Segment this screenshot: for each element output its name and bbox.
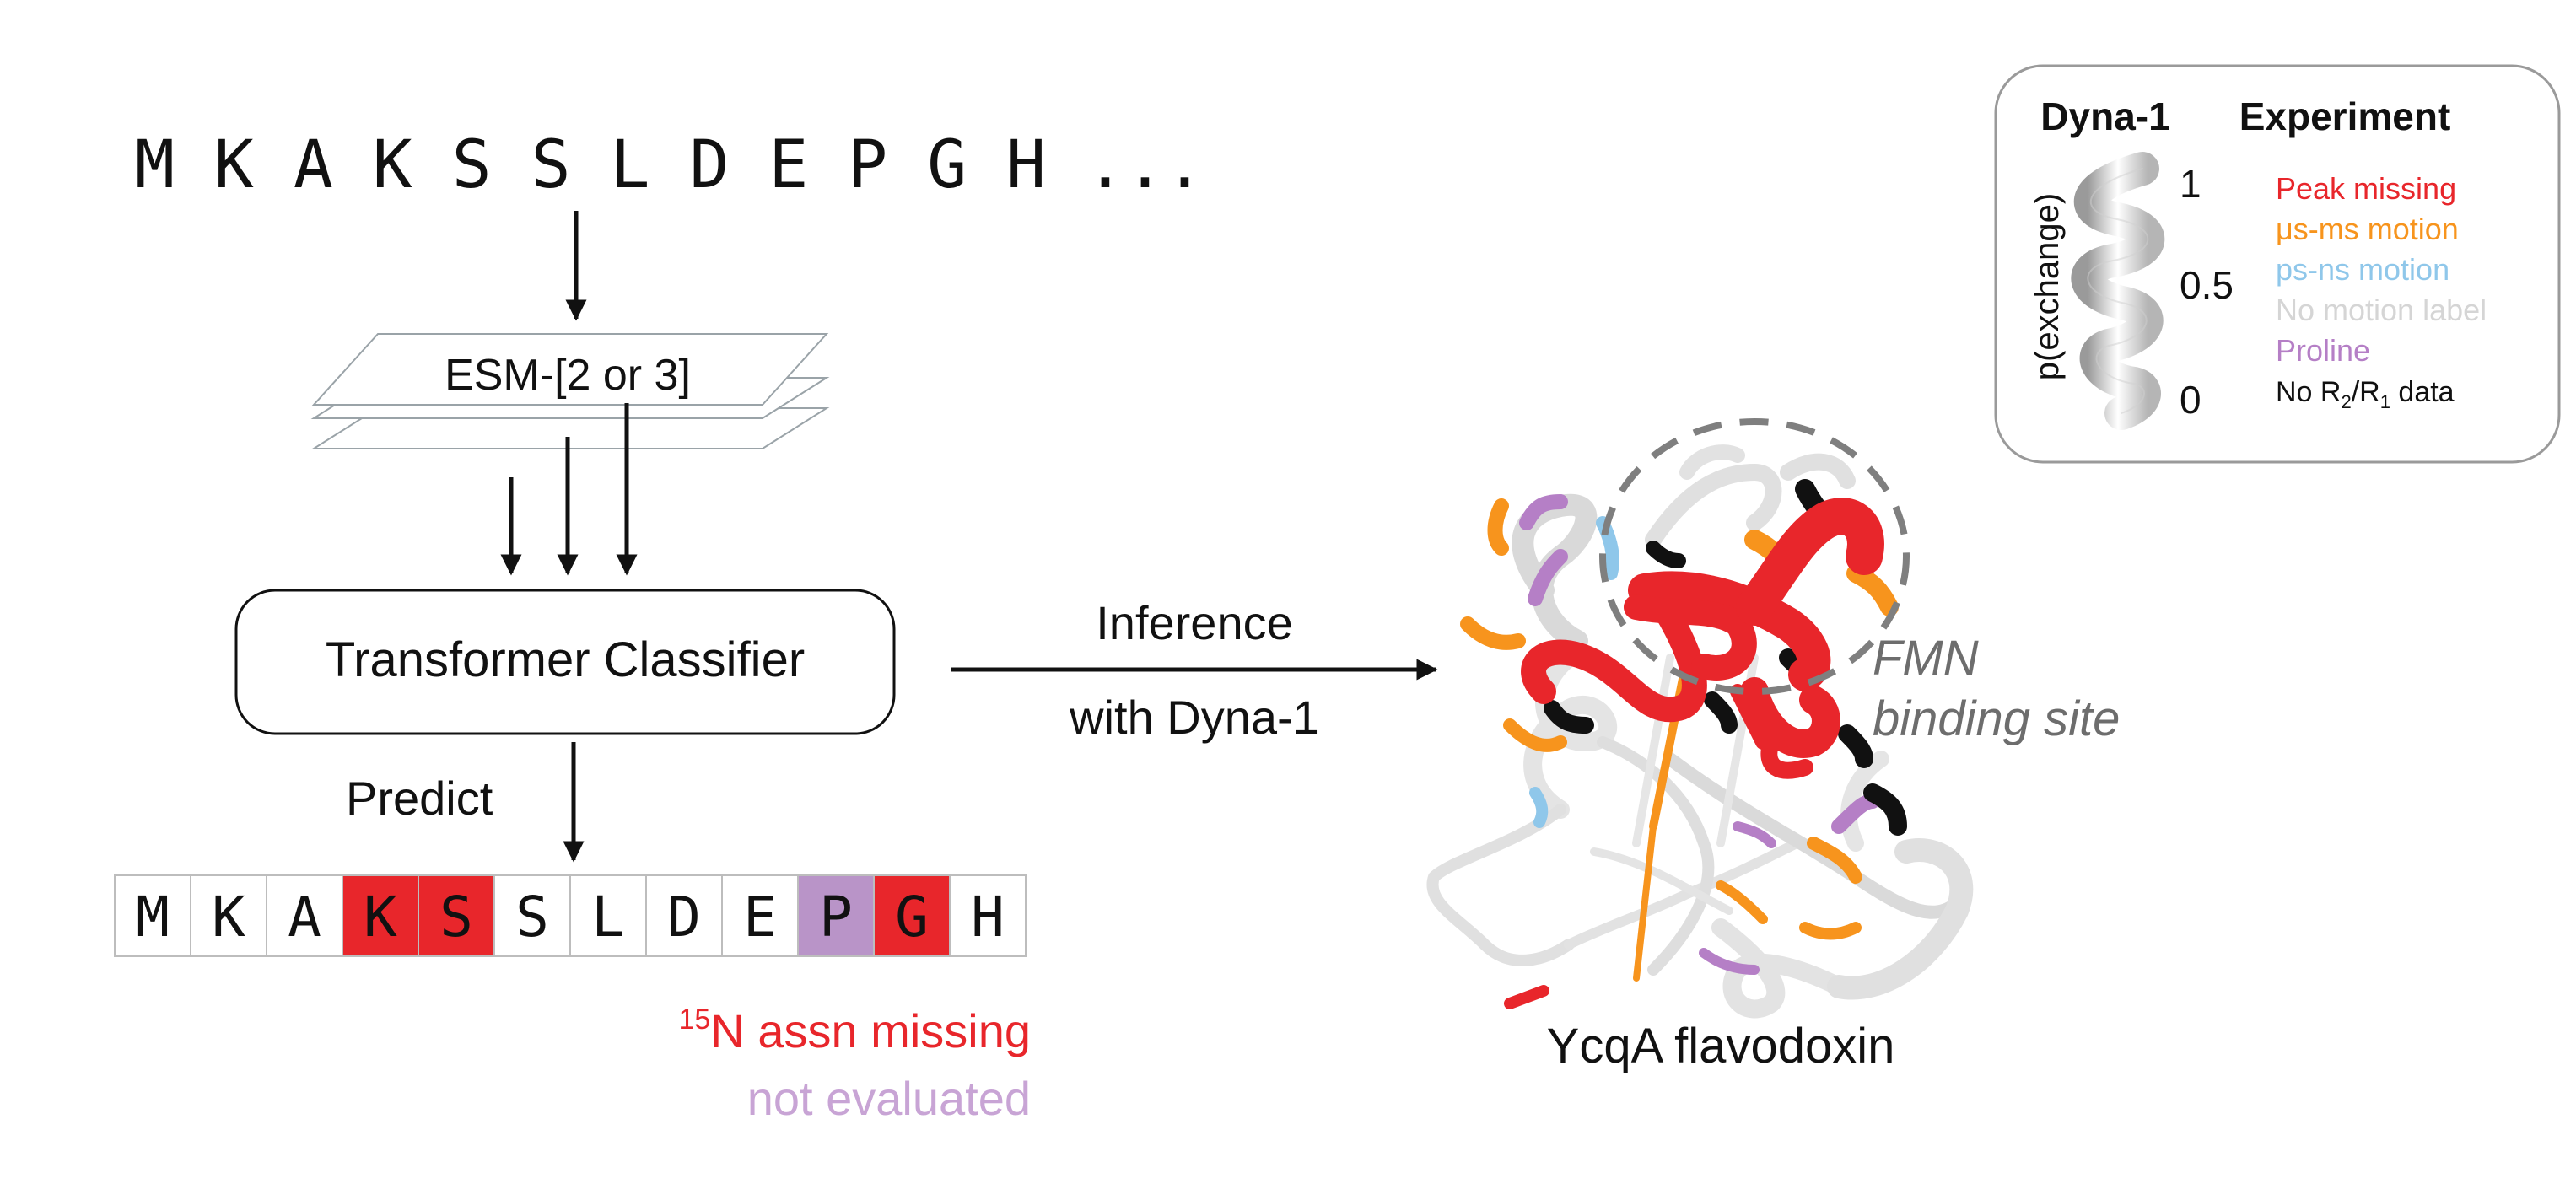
legend-col2-title: Experiment: [2239, 94, 2451, 138]
coil-icon: [2071, 152, 2165, 430]
protein-name: YcqA flavodoxin: [1547, 1019, 1895, 1073]
sequence-cell-letter: H: [971, 885, 1005, 950]
sequence-cell-letter: E: [743, 885, 777, 950]
protein-structure: [1426, 444, 1974, 1019]
sequence-cell: [645, 874, 723, 957]
sequence-cell: [418, 874, 495, 957]
sequence-cell-letter: S: [515, 885, 549, 950]
binding-site-label-line2: binding site: [1873, 691, 2120, 746]
sequence-cell: [569, 874, 647, 957]
not-evaluated-label: not evaluated: [747, 1072, 1031, 1125]
sequence-cell: [949, 874, 1027, 957]
legend-no-data-sub2: 1: [2380, 391, 2390, 412]
legend-item-label: No motion label: [2276, 293, 2487, 327]
sequence-cell: [797, 874, 875, 957]
legend-tick-05: 0.5: [2180, 263, 2234, 307]
esm-label: ESM-[2 or 3]: [445, 351, 691, 400]
binding-site-label-line1: FMN: [1873, 631, 1979, 686]
legend-axis-label: p(exchange): [2029, 193, 2066, 380]
sequence-cell: [873, 874, 951, 957]
binding-site-circle: [1599, 418, 1910, 695]
classifier-label: Transformer Classifier: [326, 632, 805, 687]
legend-item-label: μs-ms motion: [2276, 212, 2459, 246]
inference-label-line1: Inference: [1096, 596, 1293, 649]
classifier-box: [234, 589, 896, 735]
sequence-cell: [190, 874, 267, 957]
legend-no-data: No R2/R1 data: [2276, 376, 2455, 412]
legend-col1-title: Dyna-1: [2040, 94, 2169, 138]
sequence-cell-letter: K: [212, 885, 245, 950]
sequence-cell-letter: P: [819, 885, 853, 950]
missing-assignment-label: 15N assn missing: [679, 1003, 1032, 1057]
inference-label-line2: with Dyna-1: [1069, 691, 1319, 744]
legend-item-label: Proline: [2276, 333, 2370, 368]
legend-items: Peak missing μs-ms motion ps-ns motion No m…: [2276, 171, 2487, 368]
missing-assignment-sup: 15: [679, 1003, 711, 1036]
sequence-cell: [266, 874, 343, 957]
legend-no-data-suffix: data: [2390, 376, 2455, 408]
legend-no-data-sub1: 2: [2341, 391, 2351, 412]
input-sequence: M K A K S S L D E P G H ...: [135, 127, 1204, 203]
sequence-cell: [493, 874, 571, 957]
predict-label: Predict: [346, 772, 493, 825]
sequence-cell-letter: K: [364, 885, 397, 950]
legend-item-label: ps-ns motion: [2276, 252, 2449, 287]
legend-no-data-prefix: No R: [2276, 376, 2341, 408]
legend-no-data-mid: /R: [2352, 376, 2380, 408]
legend-tick-0: 0: [2180, 378, 2201, 422]
esm-layers: [310, 333, 830, 449]
sequence-cell: [114, 874, 191, 957]
sequence-cell-letter: A: [288, 885, 321, 950]
sequence-cell-letter: L: [591, 885, 625, 950]
legend-item-label: Peak missing: [2276, 171, 2456, 206]
sequence-cell-letter: D: [667, 885, 701, 950]
sequence-cell-letter: M: [136, 885, 170, 950]
missing-assignment-text: N assn missing: [710, 1004, 1031, 1057]
sequence-cell: [721, 874, 799, 957]
sequence-cell-letter: S: [439, 885, 473, 950]
legend-tick-1: 1: [2180, 162, 2201, 206]
sequence-cell-letter: G: [895, 885, 929, 950]
